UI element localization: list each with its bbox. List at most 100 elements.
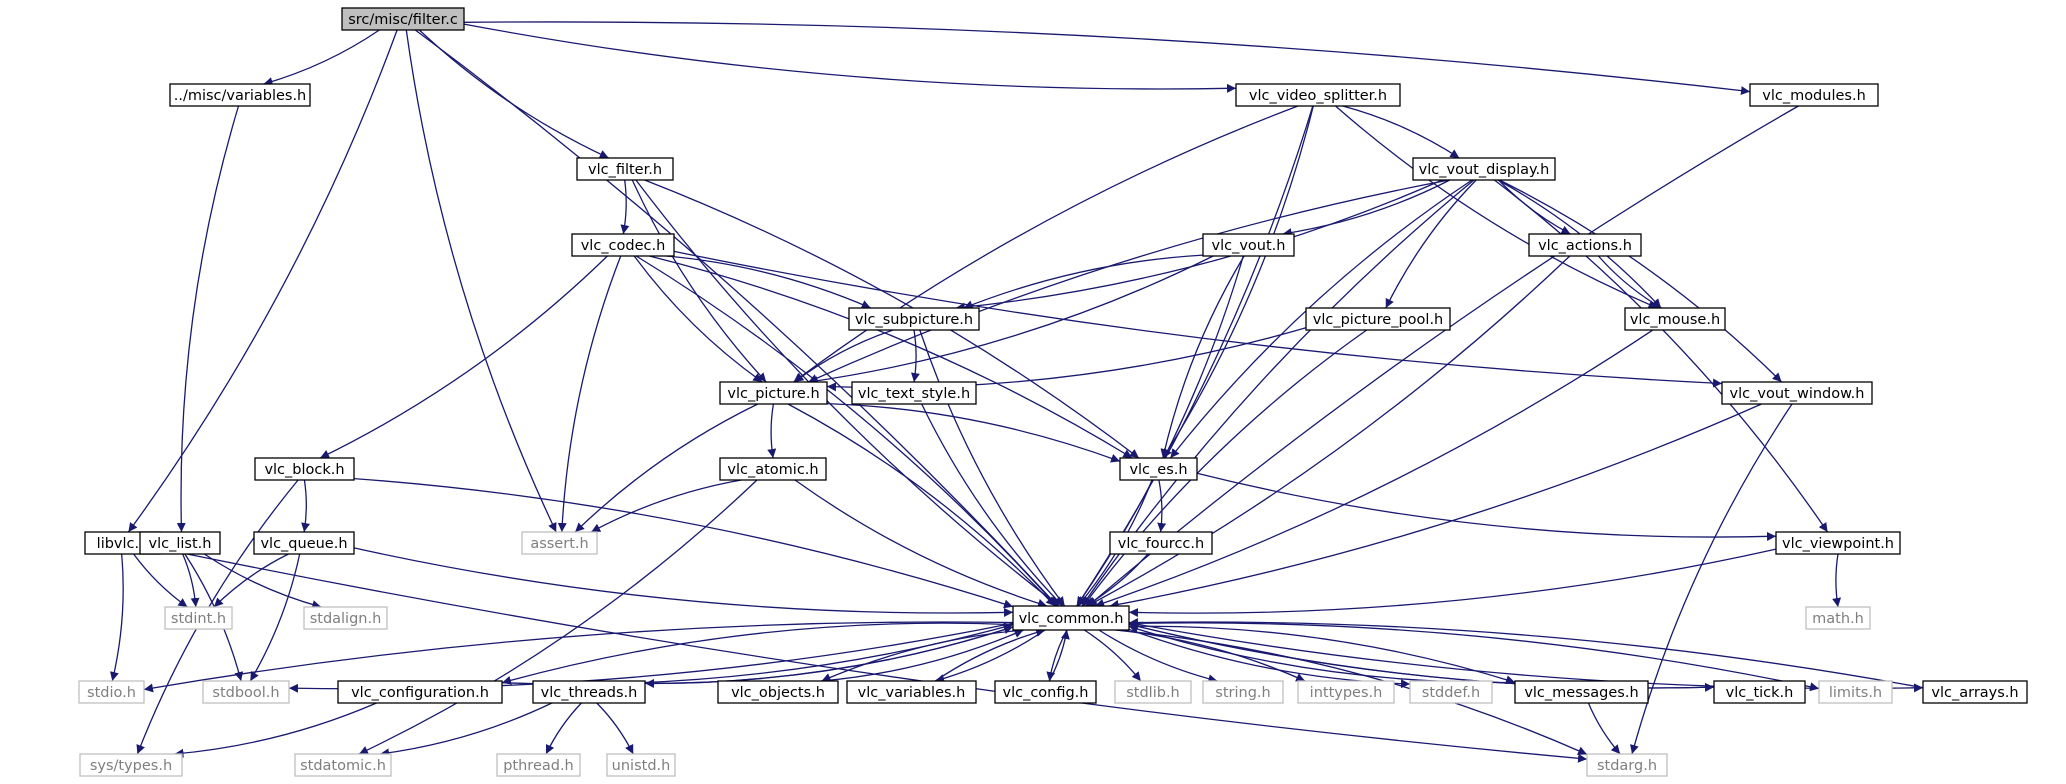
node-vlc-list-h[interactable]: vlc_list.h xyxy=(139,531,221,555)
node-vlc-subpicture-h[interactable]: vlc_subpicture.h xyxy=(848,307,980,331)
node-stdalign-h: stdalign.h xyxy=(303,606,388,630)
node-vlc-video-splitter-h[interactable]: vlc_video_splitter.h xyxy=(1235,83,1401,107)
node-label: vlc_video_splitter.h xyxy=(1249,88,1387,104)
node-box xyxy=(1235,83,1401,107)
node-stdarg-h: stdarg.h xyxy=(1586,753,1668,777)
edge-vlc_common_h-to-vlc_variables_h xyxy=(935,629,1046,683)
edge-vlc_vout_display_h-to-vlc_vout_h xyxy=(1282,179,1451,238)
node-box xyxy=(1305,307,1451,331)
node-label: vlc_vout_display.h xyxy=(1419,162,1550,178)
edge-vlc_common_h-to-stdio_h xyxy=(143,621,1014,693)
node-box xyxy=(337,680,503,704)
node-vlc-actions-h[interactable]: vlc_actions.h xyxy=(1528,233,1642,257)
node-vlc-filter-h[interactable]: vlc_filter.h xyxy=(576,157,674,181)
edge-vlc_codec_h-to-vlc_vout_window_h xyxy=(673,250,1723,388)
node-vlc-queue-h[interactable]: vlc_queue.h xyxy=(253,531,355,555)
node-label: stdalign.h xyxy=(310,611,382,627)
node-sys-types-h: sys/types.h xyxy=(79,753,183,777)
node-stdint-h: stdint.h xyxy=(164,606,233,630)
node-box xyxy=(164,606,233,630)
node-box xyxy=(78,680,145,704)
edge-vlc_text_style_h-to-vlc_common_h xyxy=(921,403,1064,607)
node-box xyxy=(719,381,828,405)
node-vlc-vout-display-h[interactable]: vlc_vout_display.h xyxy=(1412,157,1556,181)
node-stddef-h: stddef.h xyxy=(1409,680,1493,704)
node-box xyxy=(303,606,388,630)
node-label: stddef.h xyxy=(1422,685,1480,701)
node-box xyxy=(1012,605,1130,631)
node-filter-c[interactable]: src/misc/filter.c xyxy=(341,7,465,31)
node-label: vlc_text_style.h xyxy=(858,386,970,402)
node-label: vlc_fourcc.h xyxy=(1118,536,1204,552)
node-vlc-messages-h[interactable]: vlc_messages.h xyxy=(1514,680,1649,704)
edge-vlc_vout_h-to-vlc_common_h xyxy=(1076,255,1244,607)
edge-vlc_codec_h-to-vlc_common_h xyxy=(635,255,1058,607)
node-label: vlc_arrays.h xyxy=(1931,685,2018,701)
edge-vlc_picture_h-to-vlc_common_h xyxy=(787,403,1056,607)
node-label: vlc_viewpoint.h xyxy=(1782,536,1894,552)
node-box xyxy=(1514,680,1649,704)
node-vlc-threads-h[interactable]: vlc_threads.h xyxy=(532,680,646,704)
node-label: libvlc.h xyxy=(97,536,149,552)
edge-vlc_video_splitter_h-to-vlc_vout_display_h xyxy=(1342,105,1460,159)
node-vlc-es-h[interactable]: vlc_es.h xyxy=(1119,457,1198,481)
edge-vlc_common_h-to-stdlib_h xyxy=(1083,629,1142,682)
node-vlc-text-style-h[interactable]: vlc_text_style.h xyxy=(851,381,977,405)
node-vlc-codec-h[interactable]: vlc_codec.h xyxy=(571,233,675,257)
node-assert-h: assert.h xyxy=(521,531,598,555)
node-vlc-picture-pool-h[interactable]: vlc_picture_pool.h xyxy=(1305,307,1451,331)
node-box xyxy=(1749,83,1879,107)
node-box xyxy=(1805,606,1871,630)
node-label: ../misc/variables.h xyxy=(174,88,307,104)
node-vlc-picture-h[interactable]: vlc_picture.h xyxy=(719,381,828,405)
node-label: pthread.h xyxy=(503,758,574,774)
node-box xyxy=(1775,531,1901,555)
edge-vlc_picture_pool_h-to-vlc_picture_h xyxy=(826,327,1307,392)
node-vlc-block-h[interactable]: vlc_block.h xyxy=(254,457,355,481)
node-vlc-mouse-h[interactable]: vlc_mouse.h xyxy=(1624,307,1726,331)
node-vlc-atomic-h[interactable]: vlc_atomic.h xyxy=(719,457,827,481)
node-label: vlc_messages.h xyxy=(1524,685,1638,701)
edge-vlc_common_h-to-limits_h xyxy=(1128,622,1820,692)
edge-vlc_video_splitter_h-to-vlc_es_h xyxy=(1162,105,1314,459)
edge-vlc_subpicture_h-to-vlc_text_style_h xyxy=(910,329,920,383)
edge-vlc_video_splitter_h-to-vlc_picture_h xyxy=(793,105,1299,383)
node-box xyxy=(606,753,676,777)
node-misc-variables-h[interactable]: ../misc/variables.h xyxy=(169,83,311,107)
node-label: vlc_filter.h xyxy=(588,162,662,178)
edge-vlc_actions_h-to-vlc_common_h xyxy=(1087,255,1571,607)
node-label: vlc_block.h xyxy=(264,462,344,478)
node-vlc-modules-h[interactable]: vlc_modules.h xyxy=(1749,83,1879,107)
edge-vlc_common_h-to-vlc_configuration_h xyxy=(501,622,1014,685)
edge-vlc_subpicture_h-to-vlc_common_h xyxy=(919,329,1066,607)
node-box xyxy=(79,753,183,777)
node-vlc-tick-h[interactable]: vlc_tick.h xyxy=(1713,680,1806,704)
node-box xyxy=(253,531,355,555)
node-vlc-configuration-h[interactable]: vlc_configuration.h xyxy=(337,680,503,704)
node-vlc-vout-h[interactable]: vlc_vout.h xyxy=(1202,233,1295,257)
node-vlc-variables-h[interactable]: vlc_variables.h xyxy=(846,680,977,704)
nodes-layer: src/misc/filter.c ../misc/variables.h vlc_… xyxy=(78,7,2028,777)
edge-vlc_list_h-to-stdalign_h xyxy=(203,553,322,609)
node-box xyxy=(719,457,827,481)
node-vlc-arrays-h[interactable]: vlc_arrays.h xyxy=(1922,680,2028,704)
edge-vlc_threads_h-to-unistd_h xyxy=(596,702,634,755)
node-vlc-objects-h[interactable]: vlc_objects.h xyxy=(717,680,839,704)
node-vlc-config-h[interactable]: vlc_config.h xyxy=(994,680,1097,704)
node-vlc-vout-window-h[interactable]: vlc_vout_window.h xyxy=(1721,381,1873,405)
edge-vlc_codec_h-to-vlc_block_h xyxy=(319,255,608,459)
node-box xyxy=(717,680,839,704)
node-vlc-fourcc-h[interactable]: vlc_fourcc.h xyxy=(1109,531,1213,555)
node-box xyxy=(1528,233,1642,257)
node-label: string.h xyxy=(1215,685,1270,701)
edge-misc_variables_h-to-vlc_list_h xyxy=(176,105,240,533)
edge-vlc_codec_h-to-vlc_subpicture_h xyxy=(666,255,871,309)
node-box xyxy=(994,680,1097,704)
edge-vlc_picture_h-to-vlc_es_h xyxy=(826,402,1121,463)
node-box xyxy=(576,157,674,181)
node-vlc-common-h[interactable]: vlc_common.h xyxy=(1012,605,1130,631)
node-box xyxy=(521,531,598,555)
node-label: vlc_config.h xyxy=(1002,685,1088,701)
edge-vlc_vout_h-to-vlc_es_h xyxy=(1160,255,1245,459)
node-vlc-viewpoint-h[interactable]: vlc_viewpoint.h xyxy=(1775,531,1901,555)
